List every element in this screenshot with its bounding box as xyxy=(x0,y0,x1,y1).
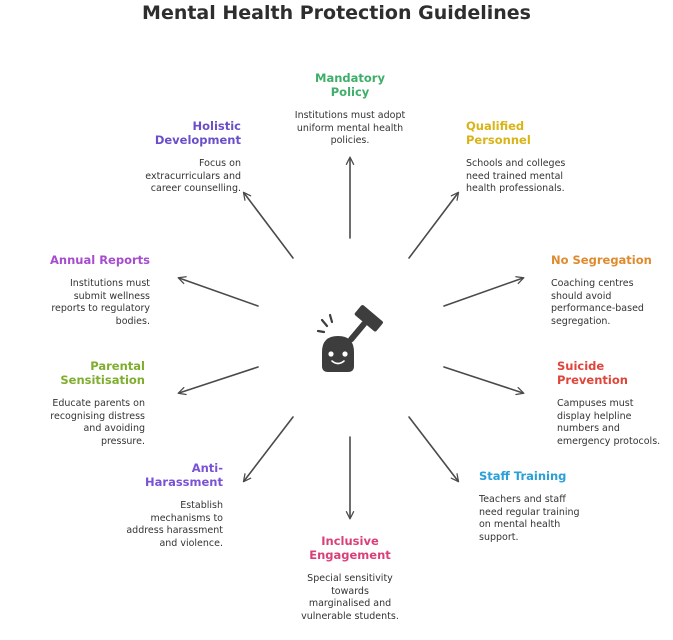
node-description-line: Campuses must xyxy=(557,398,634,409)
node-description-line: Special sensitivity xyxy=(307,573,393,584)
node-heading-line: Anti- xyxy=(191,461,223,475)
node-description-line: towards xyxy=(331,585,369,597)
arrow-qualified-personnel xyxy=(408,191,460,259)
node-heading-line: Harassment xyxy=(145,475,223,489)
node-description-line: need trained mental xyxy=(466,170,564,182)
node-description-line: Coaching centres xyxy=(551,278,634,289)
node-description-line: mechanisms to xyxy=(150,512,223,524)
node-description-line: Establish xyxy=(180,500,223,511)
node-description-line: segregation. xyxy=(551,315,611,327)
node-description-line: pressure. xyxy=(100,435,145,447)
node-description-line: career counselling. xyxy=(150,183,241,194)
node-description-line: health professionals. xyxy=(466,183,565,194)
arrow-staff-training xyxy=(408,416,460,483)
arrow-no-segregation xyxy=(443,276,525,307)
node-heading-line: Engagement xyxy=(309,548,391,562)
node-description-line: on mental health xyxy=(479,519,561,530)
node-description-line: reports to regulatory xyxy=(51,303,150,314)
node-heading-line: Inclusive xyxy=(321,534,379,548)
node-description-line: recognising distress xyxy=(50,410,145,422)
node-description-line: extracurriculars and xyxy=(145,170,241,182)
node-description-line: Teachers and staff xyxy=(479,494,566,505)
node-description-line: need regular training xyxy=(479,506,580,518)
node-heading-line: Sensitisation xyxy=(60,373,145,387)
node-heading-line: Annual Reports xyxy=(50,253,150,267)
arrow-anti-harassment xyxy=(242,416,294,483)
node-heading-line: Staff Training xyxy=(479,469,567,483)
node-description-line: vulnerable students. xyxy=(301,610,399,622)
node-heading-line: Suicide xyxy=(557,359,605,373)
node-heading-line: Parental xyxy=(90,359,145,373)
node-description-line: should avoid xyxy=(551,290,612,302)
arrow-parental-sensitisation xyxy=(177,366,259,396)
node-description-line: numbers and xyxy=(557,423,620,434)
node-description-line: Schools and colleges xyxy=(466,158,566,169)
node-description-line: policies. xyxy=(330,135,370,146)
arrow-annual-reports xyxy=(177,276,259,307)
node-heading: Annual Reports xyxy=(20,253,150,267)
node-description-line: bodies. xyxy=(115,315,150,327)
node-heading-line: Holistic xyxy=(192,119,241,133)
node-description-line: Institutions must xyxy=(70,278,150,289)
node-heading: Anti-Harassment xyxy=(93,461,223,489)
page-title: Mental Health Protection Guidelines xyxy=(142,2,531,24)
node-heading-line: Policy xyxy=(330,85,370,99)
node-heading-line: Personnel xyxy=(466,133,531,147)
node-heading: No Segregation xyxy=(551,253,673,267)
node-heading-line: Qualified xyxy=(466,119,525,133)
node-description-line: Focus on xyxy=(199,158,241,169)
arrow-holistic-development xyxy=(242,191,294,259)
node-description-line: and violence. xyxy=(159,537,223,549)
node-description-line: display helpline xyxy=(557,410,632,422)
node-description-line: address harassment xyxy=(126,525,223,536)
node-description-line: marginalised and xyxy=(308,598,392,609)
node-description-line: Institutions must adopt xyxy=(294,110,406,121)
node-heading-line: Mandatory xyxy=(315,71,385,85)
node-description-line: performance-based xyxy=(551,303,644,314)
node-description-line: and avoiding xyxy=(83,423,145,434)
gavel-icon xyxy=(316,305,383,372)
node-heading-line: Development xyxy=(154,133,241,147)
node-heading: Staff Training xyxy=(479,469,609,483)
node-description-line: emergency protocols. xyxy=(557,435,661,447)
node-heading-line: No Segregation xyxy=(551,253,652,267)
node-description-line: submit wellness xyxy=(73,290,150,302)
node-description-line: uniform mental health xyxy=(296,122,404,134)
node-heading-line: Prevention xyxy=(557,373,628,387)
node-description-line: Educate parents on xyxy=(52,398,145,409)
arrow-suicide-prevention xyxy=(443,366,525,396)
node-description-line: support. xyxy=(479,531,519,543)
arrows-group xyxy=(177,156,525,520)
